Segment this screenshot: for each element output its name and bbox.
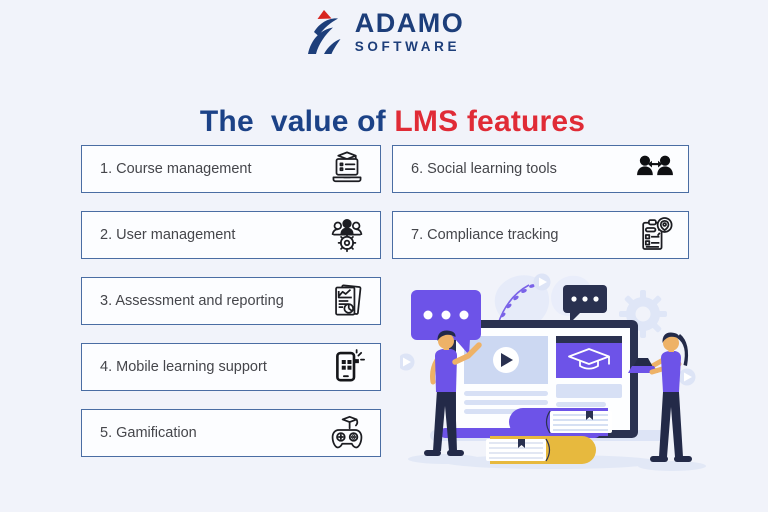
bookmark [518,439,525,448]
feature-label: 4. Mobile learning support [100,359,267,375]
brand-wordmark: ADAMO SOFTWARE [355,10,465,54]
elearning-scene-illustration [400,273,706,471]
report-chart-pie-icon [326,280,368,322]
feature-box-course-management: 1. Course management [81,145,381,193]
handheld-laptop [633,358,653,367]
people-exchange-icon [634,148,676,190]
play-button-icon [400,353,415,371]
adamo-swoosh-logo-icon [307,10,341,54]
brand-logo: ADAMO SOFTWARE [0,9,768,55]
feature-label: 7. Compliance tracking [411,227,559,243]
mobile-apps-icon [326,346,368,388]
feature-box-social-learning: 6. Social learning tools [392,145,689,193]
feature-box-mobile-learning: 4. Mobile learning support [81,343,381,391]
graduation-cap-icon [568,348,610,370]
feature-box-gamification: 5. Gamification [81,409,381,457]
woman-holding-laptop [628,332,692,462]
course-card [556,336,622,378]
books-stack [486,408,612,464]
checklist-location-icon [634,214,676,256]
laptop-graduation-icon [326,148,368,190]
feature-label: 5. Gamification [100,425,197,441]
gamepad-graduation-icon [326,412,368,454]
brand-subtitle: SOFTWARE [354,39,461,55]
title-navy-part: The value of [199,105,395,138]
title-red-part: LMS features [394,105,586,138]
feature-label: 1. Course management [100,161,252,177]
page-title: The value of LMS features [0,71,768,139]
brand-name: ADAMO [354,8,465,39]
play-button-icon [533,273,551,291]
feature-box-compliance-tracking: 7. Compliance tracking [392,211,689,259]
feature-box-user-management: 2. User management [81,211,381,259]
man-pointing [424,330,482,456]
play-button-icon [678,368,696,386]
bookmark [586,411,593,420]
feature-label: 6. Social learning tools [411,161,557,177]
feature-label: 3. Assessment and reporting [100,293,284,309]
people-gear-icon [326,214,368,256]
screen-text-lines [464,384,622,414]
feature-label: 2. User management [100,227,236,243]
speech-bubble-dark [563,285,607,323]
feature-box-assessment-reporting: 3. Assessment and reporting [81,277,381,325]
video-play-icon [501,353,513,367]
speech-bubble-purple [411,290,481,355]
